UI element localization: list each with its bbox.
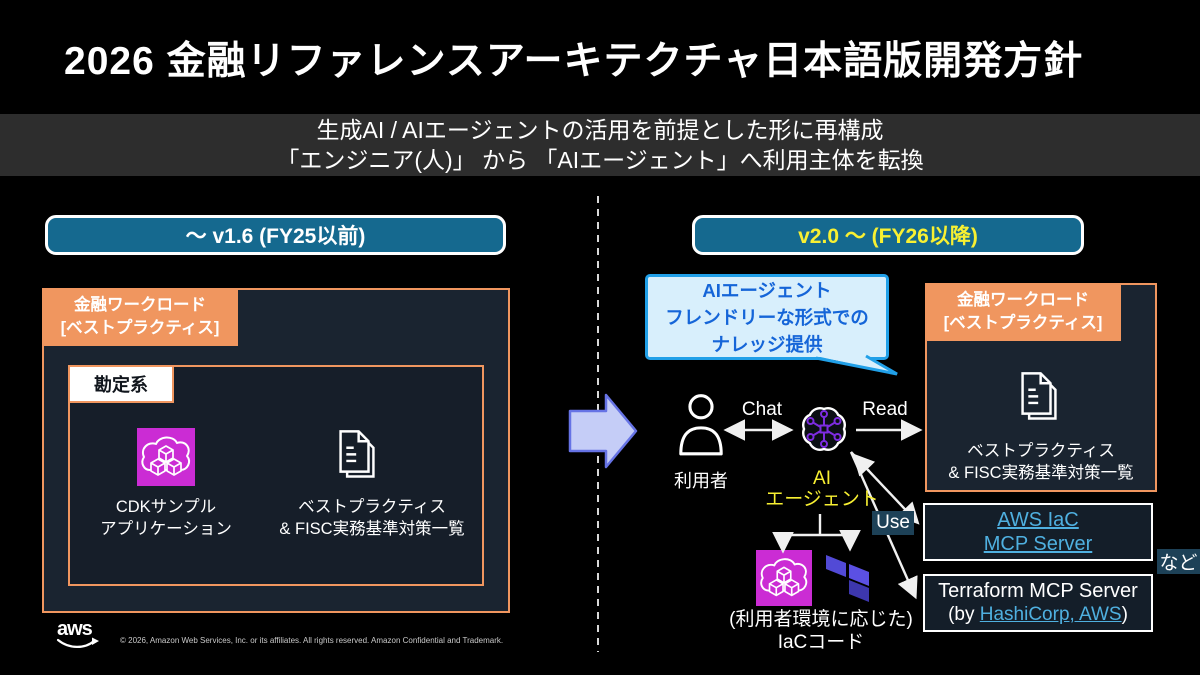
agent-knowledge-callout: AIエージェント フレンドリーな形式での ナレッジ提供	[645, 274, 889, 360]
transition-arrow	[568, 393, 638, 469]
chat-edge-label: Chat	[741, 399, 783, 420]
aws-iac-mcp-link-line1[interactable]: AWS IaC	[997, 509, 1079, 531]
left-account-label: 勘定系	[68, 365, 174, 403]
cdk-caption: CDKサンプル アプリケーション	[100, 498, 232, 538]
ai-agent-icon	[793, 398, 855, 465]
left-version-header: ～ v1.6 (FY25以前)	[45, 215, 506, 255]
use-edge-label: Use	[872, 511, 914, 535]
page-title: 2026 金融リファレンスアーキテクチャ日本語版開発方針	[64, 40, 1084, 83]
terraform-mcp-byline: (by HashiCorp, AWS)	[948, 604, 1128, 625]
documents-icon	[334, 426, 380, 491]
subtitle-line1: 生成AI / AIエージェントの活用を前提とした形に再構成	[316, 117, 884, 143]
terraform-mcp-server-box: Terraform MCP Server (by HashiCorp, AWS)	[923, 574, 1153, 632]
terraform-icon	[824, 549, 872, 608]
user-icon	[676, 392, 726, 463]
terraform-mcp-title: Terraform MCP Server	[938, 580, 1138, 602]
aws-iac-mcp-link-line2[interactable]: MCP Server	[983, 533, 1093, 555]
user-label: 利用者	[674, 471, 728, 491]
etc-label: など	[1157, 549, 1200, 574]
documents-icon	[1016, 368, 1062, 433]
read-edge-label: Read	[862, 399, 908, 420]
right-version-header: v2.0 ～ (FY26以降)	[692, 215, 1084, 255]
hashicorp-aws-link[interactable]: HashiCorp, AWS	[979, 604, 1122, 625]
right-workload-label: 金融ワークロード [ベストプラクティス]	[925, 283, 1121, 341]
docs-caption-right: ベストプラクティス & FISC実務基準対策一覧	[948, 442, 1134, 482]
copyright-text: © 2026, Amazon Web Services, Inc. or its…	[120, 636, 504, 645]
iac-code-caption: (利用者環境に応じた) IaCコード	[729, 609, 913, 653]
aws-cdk-icon	[137, 428, 195, 491]
subtitle-line2: 「エンジニア(人)」 から 「AIエージェント」へ利用主体を転換	[276, 147, 924, 173]
svg-text:aws: aws	[57, 618, 93, 640]
subtitle-band: 生成AI / AIエージェントの活用を前提とした形に再構成 「エンジニア(人)」…	[0, 114, 1200, 176]
left-workload-label: 金融ワークロード [ベストプラクティス]	[42, 288, 238, 346]
iac-branch	[772, 514, 861, 554]
aws-logo: aws	[55, 617, 101, 660]
ai-agent-label: AI エージェント	[765, 468, 879, 510]
aws-cdk-icon	[756, 550, 812, 611]
aws-iac-mcp-server-box: AWS IaC MCP Server	[923, 503, 1153, 561]
docs-caption-left: ベストプラクティス & FISC実務基準対策一覧	[279, 498, 465, 538]
